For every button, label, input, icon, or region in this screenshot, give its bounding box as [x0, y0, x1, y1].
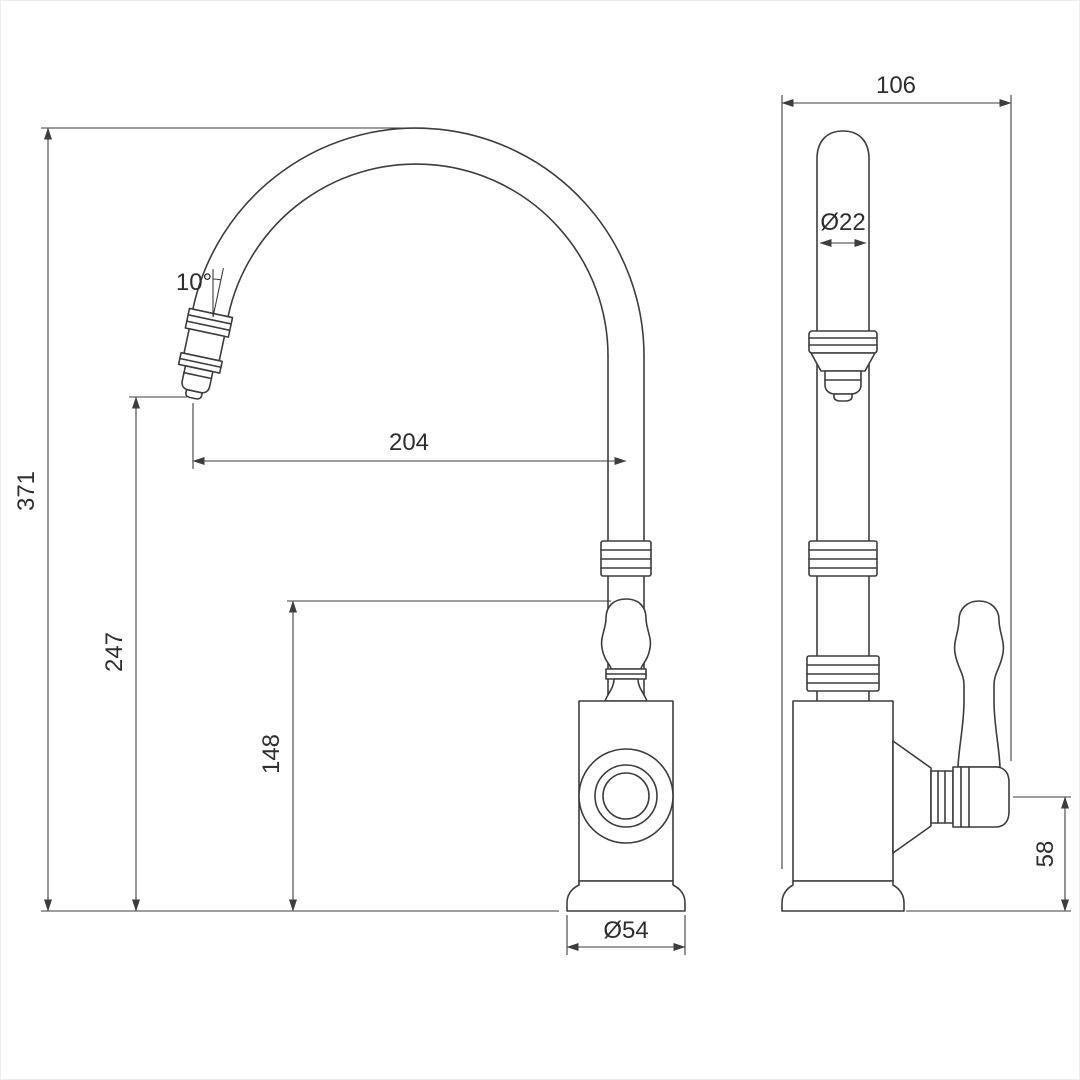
handle-front [600, 598, 652, 702]
dim-total-height: 371 [13, 127, 559, 912]
front-view: 10° [176, 127, 686, 912]
aerator-outlet-side [833, 393, 853, 402]
spout-taper-side [810, 352, 876, 372]
spout-stub-side [808, 330, 878, 402]
handle-knob-front [600, 598, 652, 670]
dim-label-total-height: 371 [13, 471, 40, 511]
faucet-body-front [578, 700, 674, 882]
dim-label-base-diameter: Ø54 [603, 917, 648, 944]
spout-tip-ring [185, 320, 231, 332]
handle-boss-side [892, 740, 932, 854]
side-view [781, 130, 1010, 912]
spout-arc-inner [227, 163, 609, 357]
spout-arc-outer [192, 127, 645, 357]
faucet-base-front [566, 880, 686, 912]
handle-neck-side [930, 770, 954, 824]
aerator-outlet [185, 388, 203, 400]
handle-hub-side [952, 766, 1010, 828]
dim-label-spout-tube-diameter: Ø22 [820, 209, 865, 236]
dim-base-diameter: Ø54 [566, 915, 686, 955]
column-collar-upper-side [808, 540, 878, 577]
spout-tip [177, 307, 234, 400]
spout-end-ring [179, 357, 222, 369]
dimensions: 371 247 148 204 Ø54 106 [13, 72, 1071, 955]
dim-handle-axis-height: 58 [906, 796, 1071, 912]
base-skirt-front [566, 880, 686, 912]
spout-arc [192, 127, 645, 357]
handle-neck-front [604, 678, 648, 702]
spout-tip-ring [187, 313, 232, 325]
dim-spout-reach: 204 [192, 403, 627, 469]
dim-label-spout-outlet-height: 247 [101, 632, 128, 672]
angle-axis-line [212, 267, 224, 318]
dim-label-spout-angle: 10° [176, 269, 212, 296]
aerator-ring [183, 371, 213, 380]
valve-ring-inner [602, 772, 650, 820]
column-collar-front [600, 540, 652, 577]
dim-label-spout-reach: 204 [389, 429, 429, 456]
column-collar-lower-side [806, 655, 880, 692]
aerator-side [824, 370, 862, 395]
column-side [816, 130, 870, 702]
handle-lever-side [953, 600, 1005, 768]
handle-side [892, 600, 1010, 854]
aerator [181, 365, 214, 394]
dim-spout-angle: 10° [176, 267, 224, 318]
angle-arc [212, 278, 222, 281]
dim-label-handle-axis-height: 58 [1032, 841, 1059, 868]
dim-overall-depth: 106 [781, 72, 1012, 869]
base-skirt-side [781, 880, 905, 912]
spout-collar-side [808, 330, 878, 354]
dim-spout-outlet-height: 247 [101, 396, 187, 912]
body-side [792, 700, 894, 882]
dim-label-overall-depth: 106 [876, 72, 916, 99]
dim-label-handle-top-height: 148 [258, 734, 285, 774]
dim-spout-tube-diameter: Ø22 [819, 209, 867, 247]
dim-handle-top-height: 148 [258, 600, 611, 912]
